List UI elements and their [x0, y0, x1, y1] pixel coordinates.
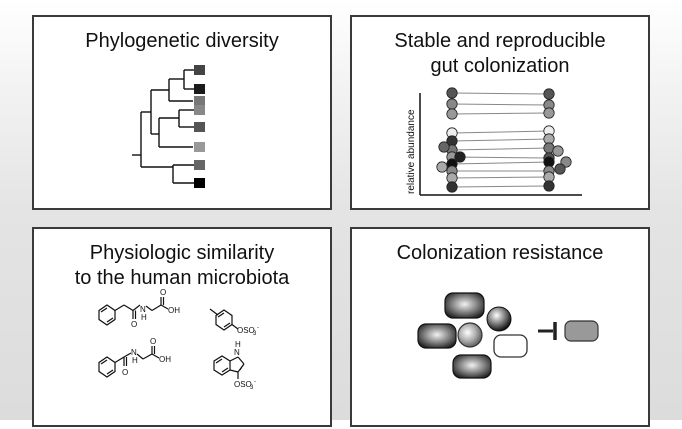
panel-title-resistance: Colonization resistance — [396, 242, 604, 264]
tree-leaf-markers — [194, 65, 205, 188]
abundance-line — [451, 147, 550, 151]
panel-physiologic-similarity: Physiologic similarity to the human micr… — [32, 227, 332, 427]
label-so3-1: OSO — [237, 326, 255, 335]
abundance-line — [451, 92, 550, 95]
tree-leaf-marker — [194, 142, 205, 152]
abundance-dot — [552, 145, 564, 157]
label-so3-2: OSO — [234, 380, 252, 389]
microbe-bottom — [452, 354, 492, 379]
tree-leaf-marker — [194, 178, 205, 188]
abundance-line — [451, 103, 550, 106]
abundance-dot — [543, 107, 555, 119]
phylogenetic-tree-icon — [132, 65, 205, 188]
abundance-dot — [543, 180, 555, 192]
label-so3-charge-2: - — [254, 379, 256, 385]
panel-phylogenetic-diversity: Phylogenetic diversity — [32, 15, 332, 210]
abundance-dot — [438, 141, 450, 153]
abundance-line — [451, 156, 550, 159]
label-so3-sub-1: 3 — [253, 331, 257, 337]
label-oh-2: OH — [159, 355, 171, 364]
y-axis-label: relative abundance — [406, 109, 417, 194]
phenylacetylglycine-structure — [98, 297, 169, 326]
microbe-top — [444, 292, 485, 319]
abundance-dot — [554, 163, 566, 175]
tree-leaf-marker — [194, 160, 205, 170]
panel-title-colonization-line1: Stable and reproducible — [394, 30, 606, 52]
abundance-line — [451, 130, 550, 134]
panel-colonization-resistance: Colonization resistance — [350, 227, 650, 427]
label-n-3: N — [234, 348, 240, 357]
abundance-dot — [436, 161, 448, 173]
abundance-dots — [436, 87, 572, 193]
microbe-left — [417, 323, 457, 349]
label-h-3: H — [235, 340, 241, 349]
abundance-dot — [446, 87, 458, 99]
microbe-ball — [486, 306, 512, 332]
tree-leaf-marker — [194, 65, 205, 75]
indoxyl-sulfate-structure — [213, 355, 245, 379]
p-cresol-sulfate-structure — [209, 308, 239, 331]
tree-leaf-marker — [194, 105, 205, 115]
abundance-line — [451, 176, 550, 179]
label-o-4: O — [150, 337, 156, 346]
chemical-labels: N H O O OH OSO 3 - N H O O OH H N OSO 3 … — [122, 288, 259, 391]
abundance-line — [451, 185, 550, 188]
panel-title-physiologic-line1: Physiologic similarity — [89, 242, 275, 264]
abundance-dot — [446, 108, 458, 120]
hippuric-acid-structure — [98, 346, 160, 378]
label-o-3: O — [122, 368, 128, 377]
abundance-plot: relative abundance — [406, 87, 582, 196]
abundance-line — [451, 161, 550, 165]
panel-title-colonization-line2: gut colonization — [430, 55, 570, 77]
metabolite-structures: N H O O OH OSO 3 - N H O O OH H N OSO 3 … — [98, 288, 259, 391]
panel-title-physiologic-line2: to the human microbiota — [74, 267, 290, 289]
label-o-2: O — [160, 288, 166, 297]
panel-title-phylogenetic: Phylogenetic diversity — [85, 30, 279, 52]
tree-leaf-marker — [194, 84, 205, 94]
tree-leaf-marker — [194, 96, 205, 106]
label-h-2: H — [132, 356, 138, 365]
label-n-2: N — [131, 348, 137, 357]
abundance-dot — [446, 181, 458, 193]
label-oh-1: OH — [168, 306, 180, 315]
tree-leaf-marker — [194, 122, 205, 132]
microbe-center — [457, 322, 483, 348]
label-h-1: H — [141, 313, 147, 322]
abundance-dot — [446, 98, 458, 110]
resistance-diagram — [417, 292, 599, 379]
abundance-lines — [451, 92, 550, 188]
pathogen-target — [564, 320, 599, 342]
abundance-dot — [454, 151, 466, 163]
abundance-dot — [543, 88, 555, 100]
label-o-1: O — [131, 320, 137, 329]
label-so3-sub-2: 3 — [250, 385, 254, 391]
abundance-line — [451, 138, 550, 142]
label-so3-charge-1: - — [257, 325, 259, 331]
microbe-light — [493, 334, 528, 358]
abundance-line — [451, 112, 550, 115]
panel-gut-colonization: Stable and reproducible gut colonization… — [350, 15, 650, 210]
label-n-1: N — [140, 305, 146, 314]
